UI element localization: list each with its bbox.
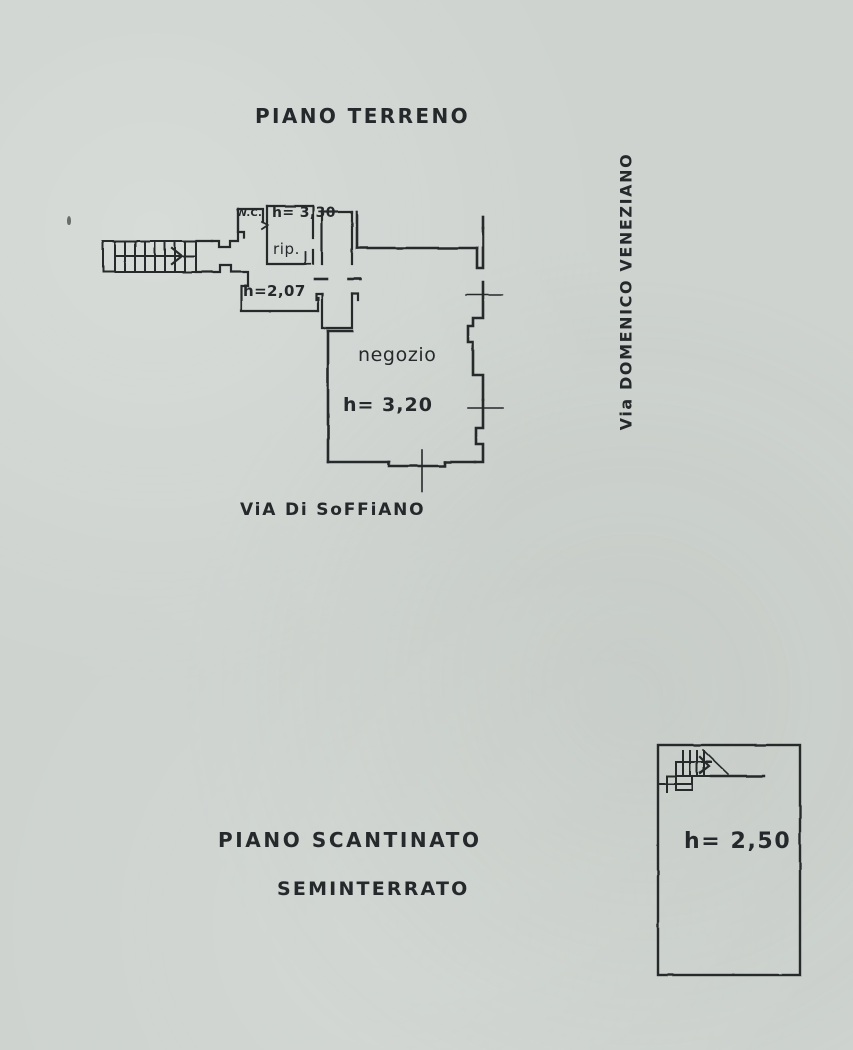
dimension-tick-marks (421, 294, 504, 493)
page-title-ground-floor: PIANO TERRENO (255, 104, 470, 128)
basement-stair-direction-arrow (698, 755, 711, 775)
page-subtitle-basement: SEMINTERRATO (277, 878, 470, 900)
page-title-basement: PIANO SCANTINATO (218, 828, 482, 852)
basement-geometry (656, 743, 802, 977)
room-label-rip: rip. (273, 240, 301, 258)
height-label-corridor: h=2,07 (243, 282, 306, 300)
lobby-2-07 (239, 284, 320, 313)
ground-floor-geometry (102, 204, 504, 493)
entrance-staircase (102, 240, 197, 273)
basement-outline (656, 743, 802, 977)
height-label-negozio: h= 3,20 (343, 394, 433, 416)
height-label-basement: h= 2,50 (684, 829, 792, 854)
central-partition (313, 210, 362, 330)
basement-staircase (657, 748, 766, 793)
east-wall-with-niches (466, 215, 485, 464)
corridor-walls (194, 207, 265, 288)
stair-direction-arrow (170, 246, 184, 266)
room-label-negozio: negozio (358, 344, 437, 366)
wc-rip-block (260, 204, 315, 266)
ink-blot-mark (67, 216, 71, 225)
height-label-rip: h= 3,30 (272, 205, 336, 221)
negozio-outline (326, 210, 479, 468)
room-label-wc: W.C. (236, 208, 262, 219)
street-label-via-domenico-veneziano: Via DOMENICO VENEZIANO (616, 152, 636, 431)
street-label-via-di-soffiano: ViA Di SoFFiANO (240, 500, 426, 520)
